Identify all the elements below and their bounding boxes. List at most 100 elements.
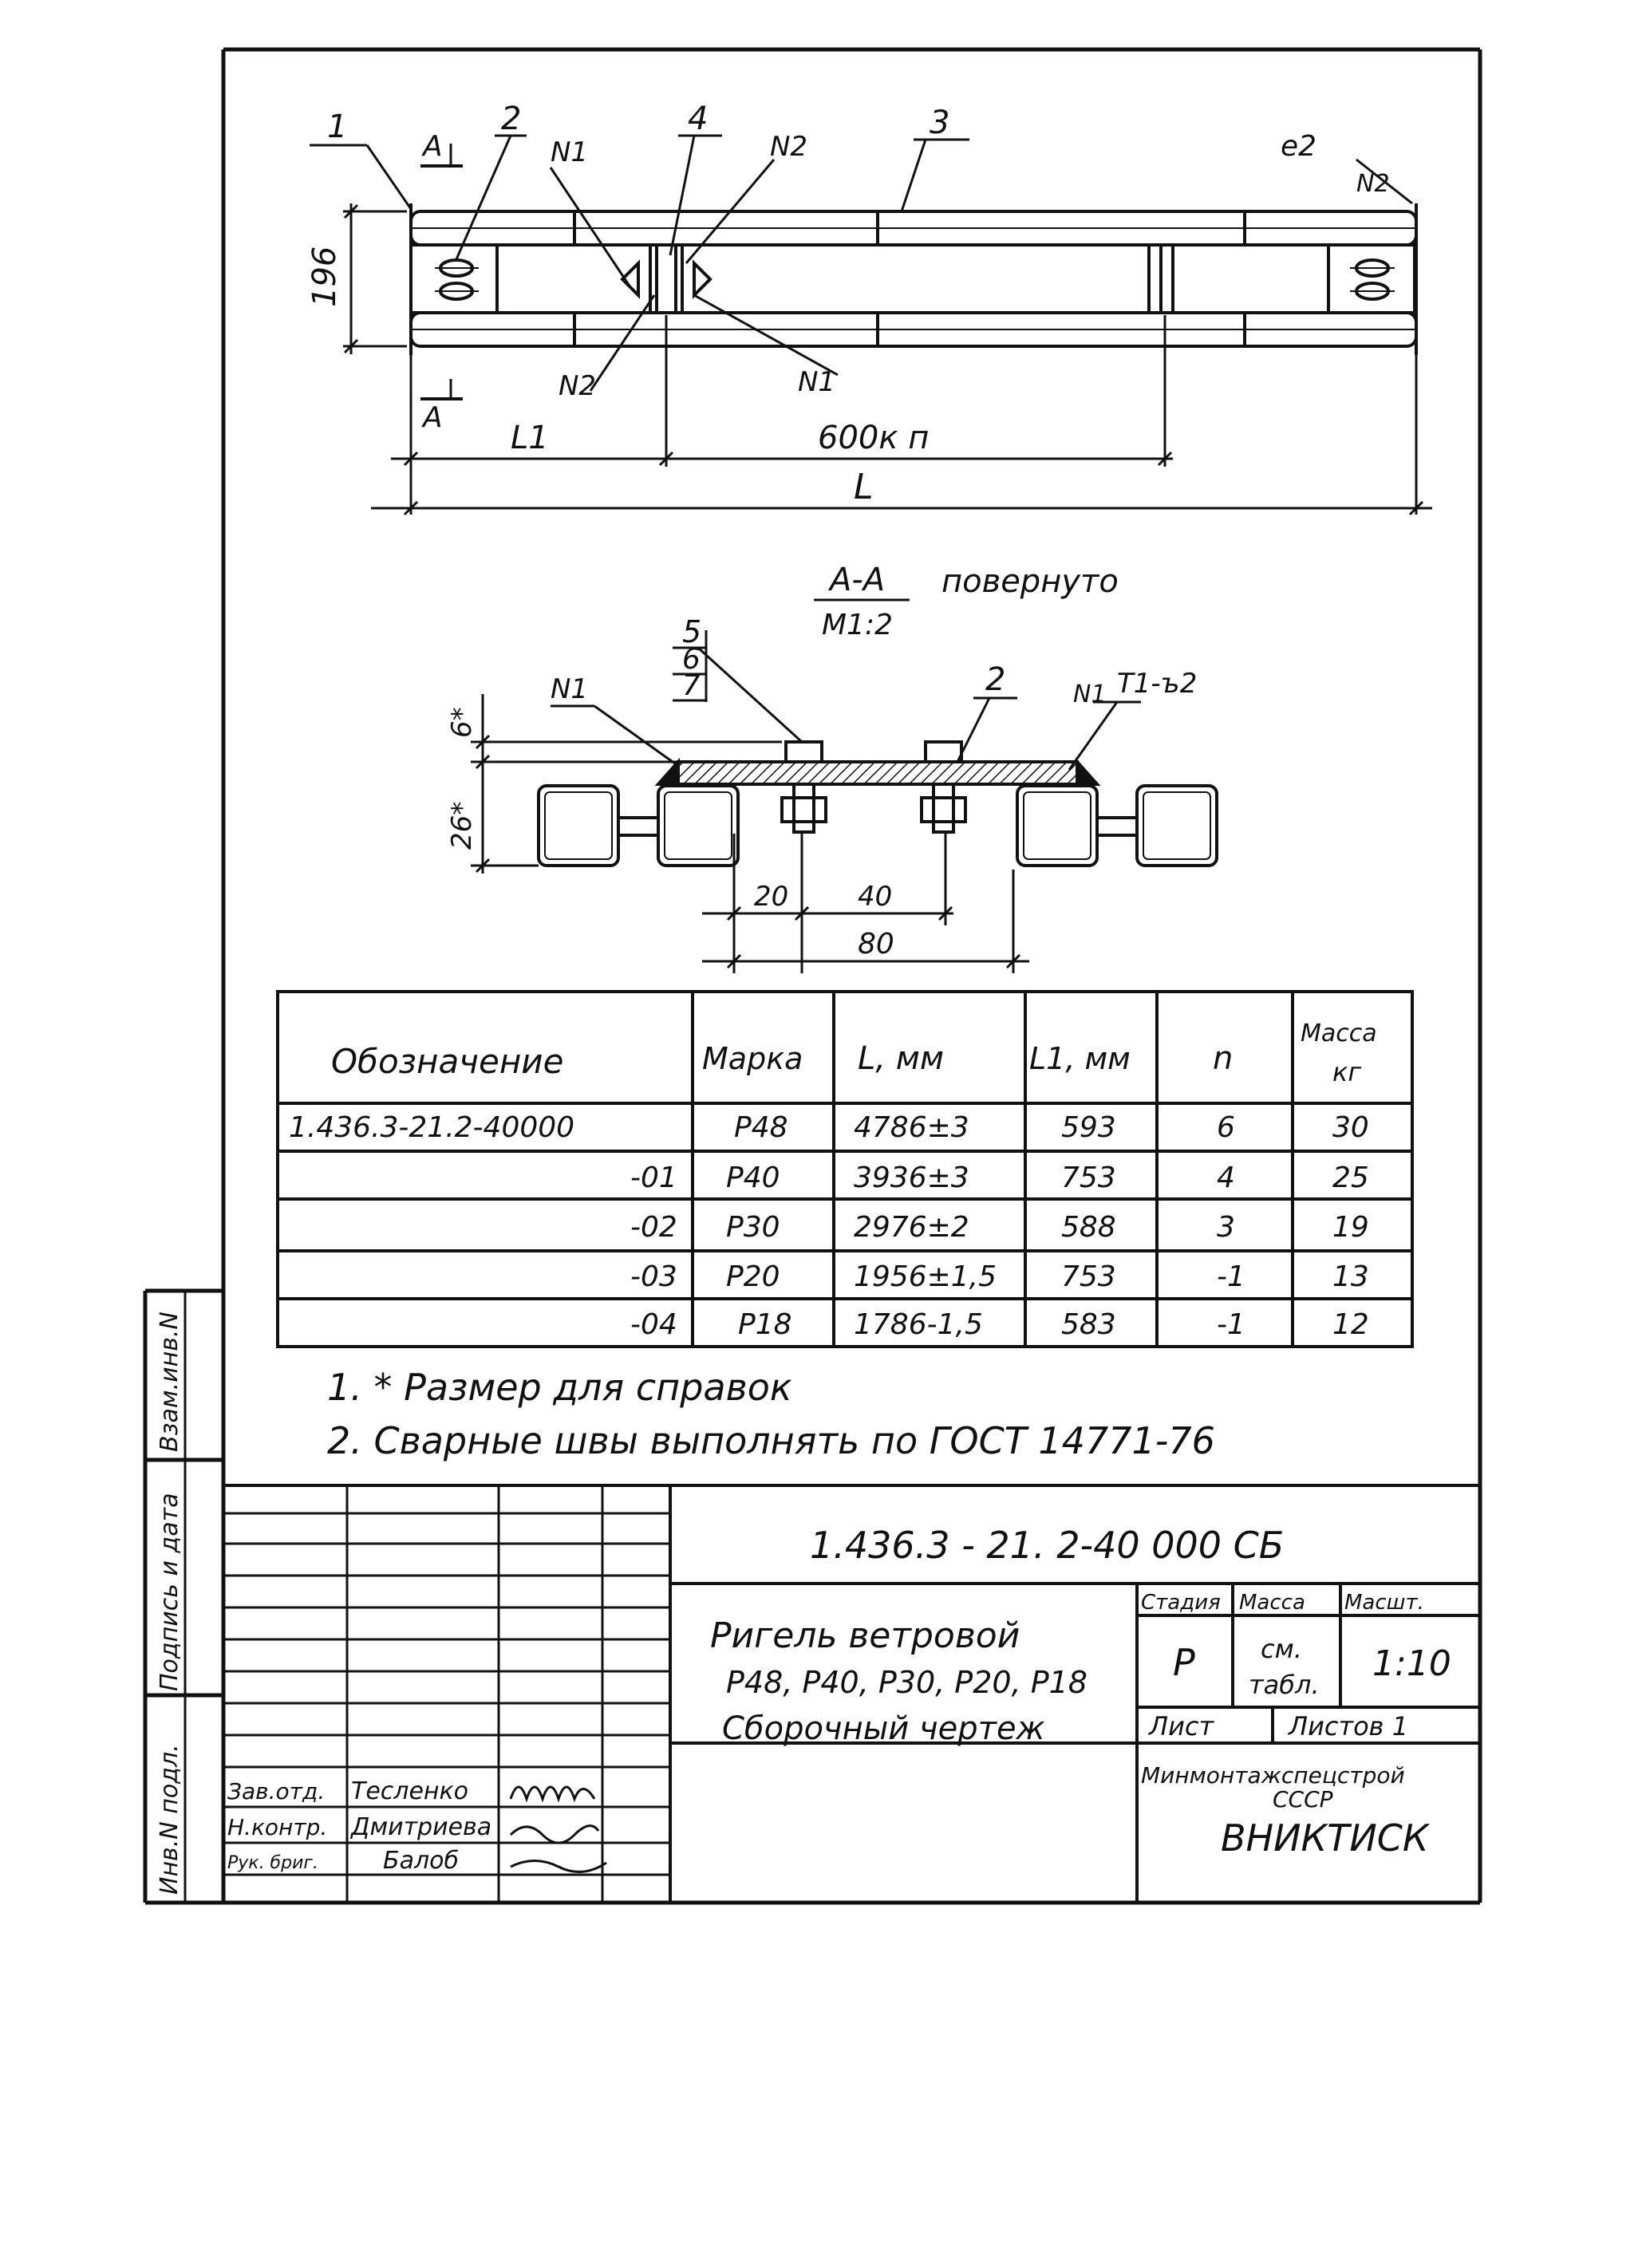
scale-value: 1:10	[1372, 1643, 1451, 1684]
org-3: ВНИКТИСК	[1221, 1816, 1431, 1860]
callout-n2-right: N2	[1356, 170, 1390, 198]
th-length: L, мм	[858, 1040, 944, 1077]
th-l1: L1, мм	[1029, 1041, 1131, 1076]
spec-table-grid	[276, 990, 1414, 1348]
table-row-3-n: -1	[1217, 1260, 1245, 1293]
note-1: 1. * Размер для справок	[327, 1366, 792, 1409]
callout-n2-bottom: N2	[559, 370, 596, 402]
callout-n1-section-left: N1	[551, 673, 588, 705]
dim-l1: L1	[511, 420, 549, 456]
dim-196: 196	[306, 247, 343, 307]
table-row-0-n: 6	[1217, 1111, 1235, 1144]
table-row-4-mass: 12	[1332, 1308, 1369, 1341]
callout-7: 7	[682, 669, 701, 702]
note-2: 2. Сварные швы выполнять по ГОСТ 14771-7…	[327, 1419, 1215, 1462]
table-row-1-n: 4	[1217, 1162, 1235, 1194]
table-row-2-n: 3	[1217, 1211, 1235, 1244]
spec-table-rows: 1.436.3-21.2-40000 Р48 4786±3 593 6 30 -…	[289, 1111, 1369, 1341]
signature-marks	[509, 1785, 607, 1873]
dim-26: 26*	[446, 802, 478, 850]
section-scale: М1:2	[822, 609, 893, 641]
table-row-0-mass: 30	[1332, 1111, 1369, 1144]
plan-view	[409, 203, 1418, 355]
callout-3: 3	[930, 105, 949, 141]
table-row-3-l1: 753	[1061, 1260, 1116, 1293]
title-code: 1.436.3 - 21. 2-40 000 СБ	[810, 1524, 1284, 1567]
callout-n1-section-right: N1	[1073, 680, 1107, 708]
callout-4: 4	[688, 101, 708, 137]
mass-value-1: см.	[1261, 1634, 1302, 1664]
side-label-vzam: Взам.инв.N	[156, 1311, 184, 1452]
callout-2-section: 2	[985, 661, 1005, 698]
table-row-1-designation: -01	[630, 1162, 677, 1194]
callout-2: 2	[501, 101, 521, 137]
section-title: А-А	[827, 562, 885, 598]
sig-name-2: Балоб	[383, 1847, 459, 1875]
org-2: СССР	[1273, 1786, 1333, 1812]
section-leaders	[471, 630, 1141, 973]
plan-leaders	[310, 134, 1413, 400]
sheet-frame	[143, 47, 1482, 1905]
org-1: Минмонтажспецстрой	[1141, 1762, 1405, 1789]
th-mass-1: Масса	[1301, 1020, 1377, 1047]
dim-l: L	[854, 467, 874, 507]
callout-t1: T1-ъ2	[1117, 668, 1197, 700]
mass-label: Масса	[1239, 1591, 1305, 1615]
callout-n1-bottom: N1	[798, 366, 835, 398]
sig-name-0: Тесленко	[351, 1777, 468, 1805]
plan-dimensions	[343, 203, 1432, 516]
table-row-4-n: -1	[1217, 1308, 1245, 1341]
table-row-2-length: 2976±2	[854, 1211, 969, 1244]
table-row-4-l1: 583	[1061, 1308, 1116, 1341]
table-row-0-mark: Р48	[734, 1111, 788, 1144]
callout-5: 5	[682, 614, 701, 649]
th-mark: Марка	[702, 1041, 803, 1076]
table-row-2-mark: Р30	[726, 1211, 780, 1244]
table-row-3-mass: 13	[1332, 1260, 1369, 1293]
scale-label: Масшт.	[1344, 1591, 1424, 1615]
sig-role-2: Рук. бриг.	[227, 1853, 318, 1873]
section-mark-bottom: A	[421, 401, 443, 434]
table-row-2-designation: -02	[630, 1211, 677, 1244]
mass-value-2: табл.	[1249, 1670, 1320, 1700]
section-mark-top: A	[421, 130, 443, 163]
dim-6: 6*	[446, 707, 478, 738]
table-row-4-length: 1786-1,5	[854, 1308, 983, 1341]
title-name-3: Сборочный чертеж	[722, 1710, 1045, 1747]
th-n: n	[1213, 1040, 1233, 1077]
callout-1: 1	[327, 108, 347, 145]
callout-e2: e2	[1281, 130, 1316, 163]
callout-n1-top: N1	[551, 136, 588, 168]
dim-80: 80	[858, 928, 894, 960]
dim-pitch: 600к п	[818, 420, 929, 456]
side-label-podpis: Подпись и дата	[156, 1493, 184, 1692]
section-view	[537, 740, 1218, 867]
table-row-1-mark: Р40	[726, 1162, 780, 1194]
title-name-2: Р48, Р40, Р30, Р20, Р18	[726, 1665, 1088, 1700]
table-row-4-designation: -04	[630, 1308, 677, 1341]
sheets-label: Листов 1	[1288, 1711, 1408, 1741]
dim-40: 40	[858, 881, 892, 913]
table-row-0-designation: 1.436.3-21.2-40000	[289, 1111, 574, 1144]
sheet-label: Лист	[1148, 1711, 1214, 1741]
callout-n2-top: N2	[770, 131, 807, 163]
dim-20: 20	[754, 881, 788, 913]
section-rotated: повернуто	[941, 563, 1119, 600]
stage-label: Стадия	[1141, 1591, 1221, 1615]
table-row-3-designation: -03	[630, 1260, 677, 1293]
table-row-0-length: 4786±3	[854, 1111, 969, 1144]
callout-6: 6	[682, 643, 701, 676]
title-block-grid	[223, 1484, 1480, 1903]
table-row-1-mass: 25	[1332, 1162, 1369, 1194]
sig-name-1: Дмитриева	[349, 1813, 491, 1841]
table-row-1-l1: 753	[1061, 1162, 1116, 1194]
table-row-3-mark: Р20	[726, 1260, 780, 1293]
table-row-4-mark: Р18	[738, 1308, 792, 1341]
table-row-2-l1: 588	[1061, 1211, 1116, 1244]
title-name-1: Ригель ветровой	[710, 1615, 1020, 1656]
th-mass-2: кг	[1332, 1057, 1361, 1087]
sig-role-0: Зав.отд.	[227, 1778, 325, 1805]
stage-value: Р	[1173, 1641, 1195, 1684]
side-label-inv: Инв.N подл.	[156, 1744, 184, 1895]
